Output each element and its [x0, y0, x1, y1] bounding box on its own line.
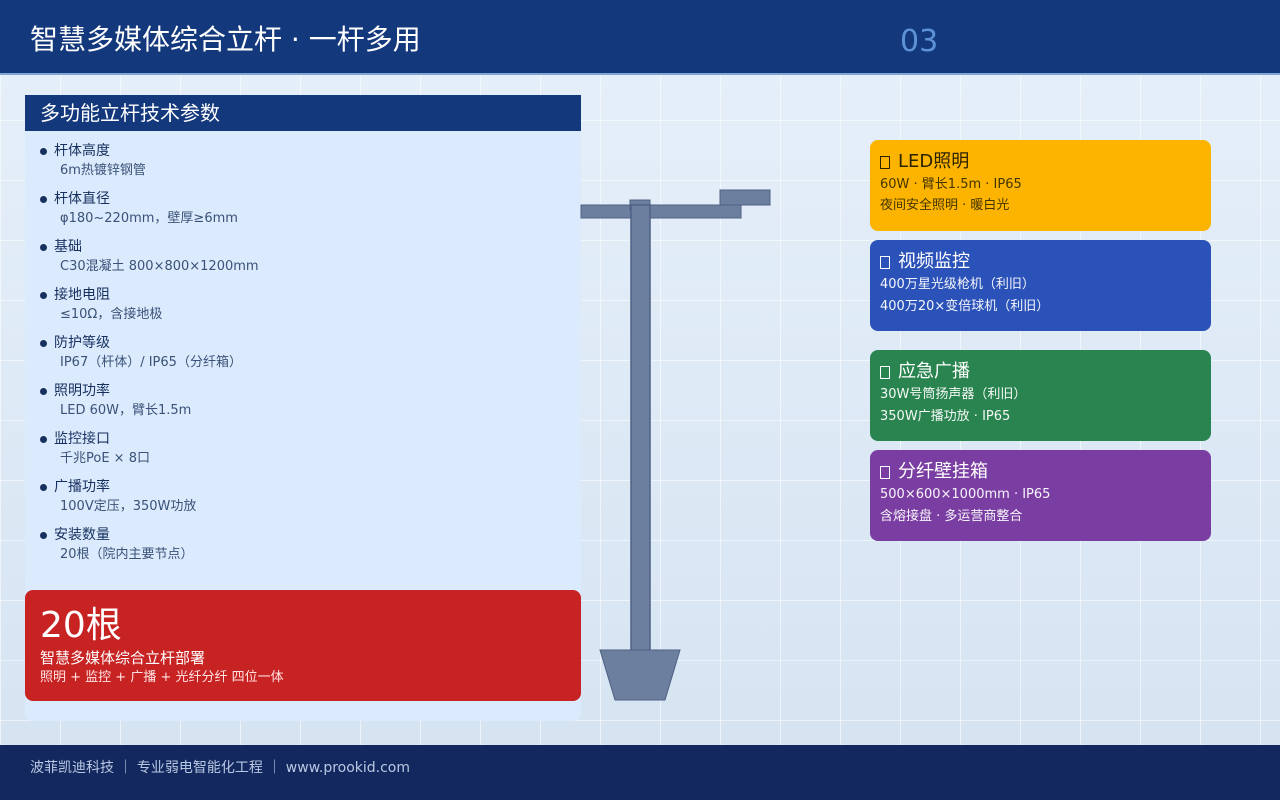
- feature-line: 400万20×变倍球机（利旧）: [880, 299, 1050, 314]
- lamp-arm: [580, 204, 742, 219]
- pole-shaft: [630, 204, 651, 652]
- highlight-subtitle: 智慧多媒体综合立杆部署: [40, 649, 206, 667]
- feature-line: 400万星光级枪机（利旧）: [880, 277, 1035, 292]
- spec-item: 杆体高度 6m热镀锌钢管: [40, 142, 560, 190]
- feature-line: 350W广播功放 · IP65: [880, 409, 1011, 424]
- spec-label: 广播功率: [54, 479, 110, 495]
- spec-item: 照明功率 LED 60W，臂长1.5m: [40, 382, 560, 430]
- feature-title: 应急广播: [898, 361, 970, 382]
- pole-base: [599, 649, 681, 701]
- spec-value: C30混凝土 800×800×1200mm: [60, 259, 259, 274]
- smart-pole-illustration: [580, 189, 771, 701]
- highlight-detail: 照明 + 监控 + 广播 + 光纤分纤 四位一体: [40, 670, 284, 685]
- feature-card-emergency-broadcast: 应急广播 30W号筒扬声器（利旧） 350W广播功放 · IP65: [870, 350, 1211, 441]
- bullet-icon: [40, 195, 47, 203]
- feature-card-led-lighting: LED照明 60W · 臂长1.5m · IP65 夜间安全照明 · 暖白光: [870, 140, 1211, 231]
- spec-item: 防护等级 IP67（杆体）/ IP65（分纤箱）: [40, 334, 560, 382]
- spec-item: 广播功率 100V定压，350W功放: [40, 478, 560, 526]
- feature-title: 视频监控: [898, 251, 970, 272]
- spec-value: IP67（杆体）/ IP65（分纤箱）: [60, 355, 242, 370]
- spec-value: 千兆PoE × 8口: [60, 451, 150, 466]
- pole-count: 20根: [40, 605, 122, 646]
- spec-value: LED 60W，臂长1.5m: [60, 403, 192, 418]
- camera-icon: [880, 255, 890, 269]
- spec-label: 防护等级: [54, 335, 110, 351]
- lamp-head: [719, 189, 771, 206]
- speaker-icon: [880, 365, 890, 379]
- slide-footer: 波菲凯迪科技 ｜ 专业弱电智能化工程 ｜ www.prookid.com: [0, 745, 1280, 800]
- spec-item: 监控接口 千兆PoE × 8口: [40, 430, 560, 478]
- feature-card-video-surveillance: 视频监控 400万星光级枪机（利旧） 400万20×变倍球机（利旧）: [870, 240, 1211, 331]
- spec-label: 杆体直径: [54, 191, 110, 207]
- spec-label: 照明功率: [54, 383, 110, 399]
- spec-label: 接地电阻: [54, 287, 110, 303]
- bullet-icon: [40, 531, 47, 539]
- spec-item: 安装数量 20根（院内主要节点）: [40, 526, 560, 574]
- page-number: 03: [900, 24, 939, 59]
- spec-item: 接地电阻 ≤10Ω，含接地极: [40, 286, 560, 334]
- feature-line: 含熔接盘 · 多运营商整合: [880, 509, 1023, 524]
- cabinet-icon: [880, 465, 890, 479]
- feature-title: 分纤壁挂箱: [898, 461, 988, 482]
- bullet-icon: [40, 291, 47, 299]
- feature-line: 夜间安全照明 · 暖白光: [880, 198, 1010, 213]
- feature-title: LED照明: [898, 151, 970, 172]
- feature-line: 30W号筒扬声器（利旧）: [880, 387, 1027, 402]
- spec-value: φ180~220mm，壁厚≥6mm: [60, 211, 238, 226]
- spec-item: 杆体直径 φ180~220mm，壁厚≥6mm: [40, 190, 560, 238]
- spec-label: 安装数量: [54, 527, 110, 543]
- spec-panel-title: 多功能立杆技术参数: [25, 95, 581, 131]
- spec-value: ≤10Ω，含接地极: [60, 307, 163, 322]
- footer-text: 波菲凯迪科技 ｜ 专业弱电智能化工程 ｜ www.prookid.com: [30, 760, 411, 776]
- spec-item: 基础 C30混凝土 800×800×1200mm: [40, 238, 560, 286]
- slide-title: 智慧多媒体综合立杆 · 一杆多用: [30, 23, 421, 56]
- spec-value: 20根（院内主要节点）: [60, 547, 194, 562]
- bullet-icon: [40, 243, 47, 251]
- feature-line: 60W · 臂长1.5m · IP65: [880, 177, 1022, 192]
- spec-label: 基础: [54, 239, 82, 255]
- feature-line: 500×600×1000mm · IP65: [880, 487, 1051, 502]
- bullet-icon: [40, 147, 47, 155]
- spec-value: 100V定压，350W功放: [60, 499, 197, 514]
- bulb-icon: [880, 155, 890, 169]
- feature-card-fiber-box: 分纤壁挂箱 500×600×1000mm · IP65 含熔接盘 · 多运营商整…: [870, 450, 1211, 541]
- spec-value: 6m热镀锌钢管: [60, 163, 146, 178]
- spec-label: 监控接口: [54, 431, 110, 447]
- spec-label: 杆体高度: [54, 143, 110, 159]
- bullet-icon: [40, 483, 47, 491]
- bullet-icon: [40, 387, 47, 395]
- deployment-highlight: 20根 智慧多媒体综合立杆部署 照明 + 监控 + 广播 + 光纤分纤 四位一体: [25, 590, 581, 701]
- bullet-icon: [40, 339, 47, 347]
- slide-header: 智慧多媒体综合立杆 · 一杆多用 03: [0, 0, 1280, 75]
- bullet-icon: [40, 435, 47, 443]
- spec-list: 杆体高度 6m热镀锌钢管 杆体直径 φ180~220mm，壁厚≥6mm 基础 C…: [40, 142, 560, 574]
